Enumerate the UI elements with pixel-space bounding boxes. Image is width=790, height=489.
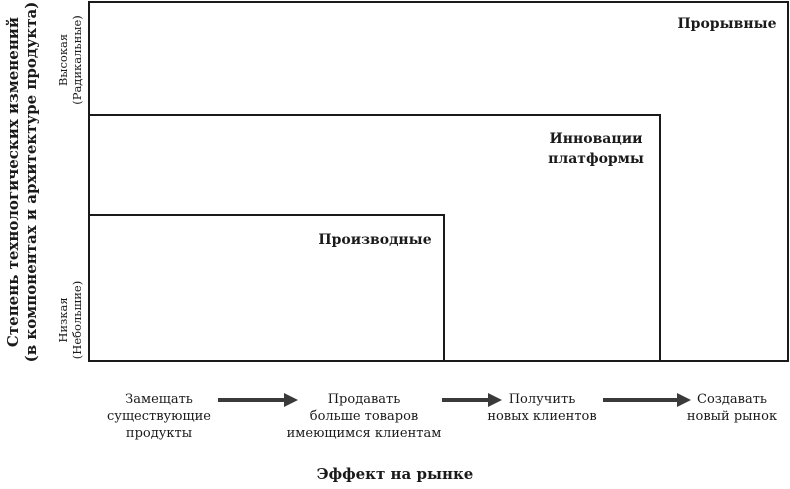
platform-label: Инновации платформы [548, 131, 644, 167]
x-step-sell-more: Продавать больше товаров имеющимся клиен… [286, 392, 442, 441]
y-tick-low-line2: (Небольшие) [70, 280, 84, 360]
arrow-right-icon [442, 393, 502, 407]
y-tick-high-line2: (Радикальные) [70, 15, 84, 105]
y-axis-title-line1: Степень технологических изменений [4, 16, 22, 348]
x-step-new-clients: Получить новых клиентов [487, 392, 597, 424]
y-axis-title-line2: (в компонентах и архитектуре продукта) [22, 1, 40, 363]
y-tick-low-line1: Низкая [56, 297, 70, 343]
y-tick-high-line1: Высокая [56, 33, 70, 87]
derivative-label: Производные [318, 232, 432, 248]
derivative-box [88, 214, 445, 362]
arrow-right-icon [603, 393, 691, 407]
x-step-new-market: Создавать новый рынок [686, 392, 778, 424]
breakthrough-label: Прорывные [677, 16, 777, 32]
arrow-right-icon [218, 393, 298, 407]
x-step-replace: Замещать существующие продукты [107, 392, 211, 441]
x-axis-title: Эффект на рынке [316, 465, 474, 483]
